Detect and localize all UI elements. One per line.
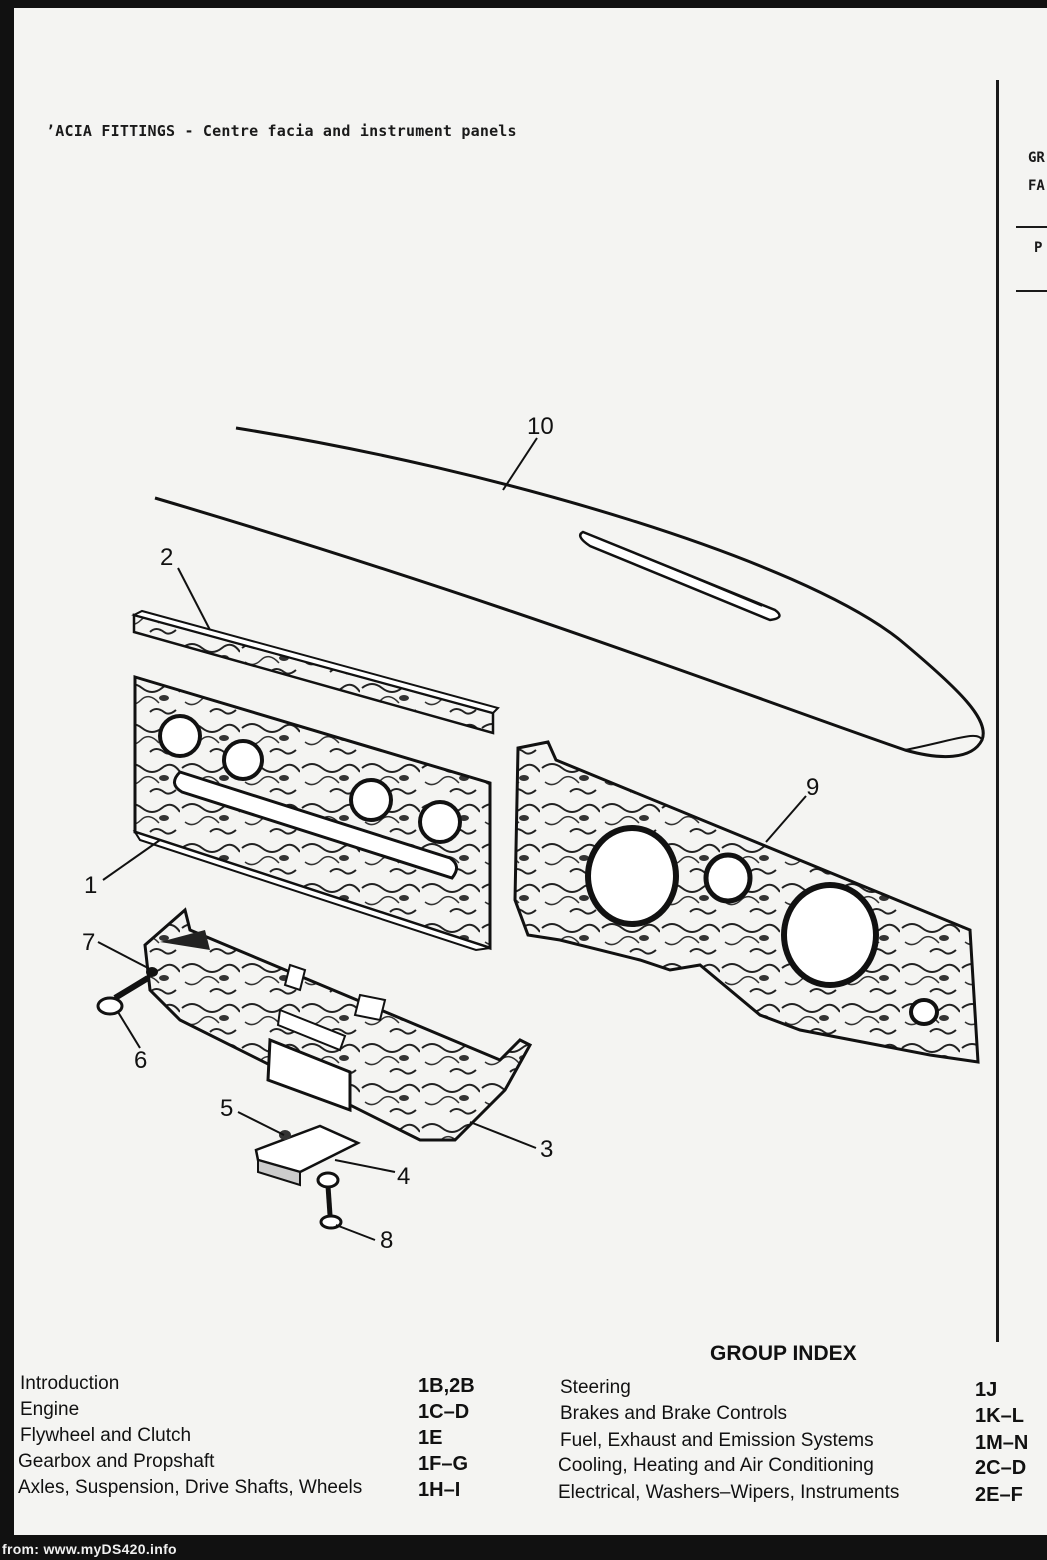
index-left-code-1: 1C–D <box>418 1401 470 1423</box>
index-left-code-3: 1F–G <box>418 1453 469 1475</box>
callout-9: 9 <box>806 774 819 801</box>
right-page-fragment-2: FA <box>1028 178 1045 194</box>
index-right-label-2: Fuel, Exhaust and Emission Systems <box>560 1430 874 1451</box>
index-right-code-4: 2E–F <box>975 1484 1023 1506</box>
index-left-label-0: Introduction <box>20 1373 120 1394</box>
index-left-code-2: 1E <box>418 1427 443 1449</box>
page-divider <box>996 80 999 1342</box>
index-right-code-2: 1M–N <box>975 1432 1029 1454</box>
callout-10: 10 <box>527 413 554 440</box>
right-rule-top <box>1016 226 1047 228</box>
part-1-centre-panel <box>132 674 492 952</box>
source-footer: from: www.myDS420.info <box>2 1541 177 1557</box>
index-left-code-0: 1B,2B <box>418 1375 475 1397</box>
part-9-instrument-panel <box>513 740 980 1064</box>
index-right-code-0: 1J <box>975 1379 998 1401</box>
bottom-bar <box>0 1535 1047 1560</box>
part-4-bracket <box>254 1124 361 1187</box>
index-left-code-4: 1H–I <box>418 1479 461 1501</box>
part-3-lower-console <box>143 907 533 1142</box>
index-left-label-1: Engine <box>20 1399 80 1420</box>
callout-7: 7 <box>82 929 95 956</box>
exploded-diagram: 10 2 1 9 7 6 5 4 3 8 <box>82 413 985 1254</box>
index-right-label-3: Cooling, Heating and Air Conditioning <box>558 1455 874 1476</box>
callout-2: 2 <box>160 544 173 571</box>
index-right-code-3: 2C–D <box>975 1457 1027 1479</box>
part-8-bolt <box>316 1171 343 1230</box>
callout-4: 4 <box>397 1163 410 1190</box>
callout-8: 8 <box>380 1227 393 1254</box>
group-index-title: GROUP INDEX <box>710 1342 857 1365</box>
index-left-label-4: Axles, Suspension, Drive Shafts, Wheels <box>18 1477 363 1498</box>
callout-6: 6 <box>134 1047 147 1074</box>
index-right-code-1: 1K–L <box>975 1405 1024 1427</box>
right-page-fragment-1: GR <box>1028 150 1045 166</box>
index-left-label-2: Flywheel and Clutch <box>20 1425 192 1446</box>
right-page-fragment-3: P <box>1034 240 1043 256</box>
callout-5: 5 <box>220 1095 233 1122</box>
index-right-label-0: Steering <box>560 1377 631 1398</box>
part-2-strip <box>131 609 500 735</box>
index-left-label-3: Gearbox and Propshaft <box>18 1451 215 1472</box>
callout-1: 1 <box>84 872 97 899</box>
index-right-label-1: Brakes and Brake Controls <box>560 1403 788 1424</box>
leader-lines <box>97 437 807 1241</box>
callout-3: 3 <box>540 1136 553 1163</box>
right-rule-bottom <box>1016 290 1047 292</box>
part-10-top-rail <box>154 426 985 759</box>
part-6-screw <box>96 967 158 1016</box>
index-right-label-4: Electrical, Washers–Wipers, Instruments <box>558 1482 900 1503</box>
page-header: ’ACIA FITTINGS - Centre facia and instru… <box>46 122 517 140</box>
